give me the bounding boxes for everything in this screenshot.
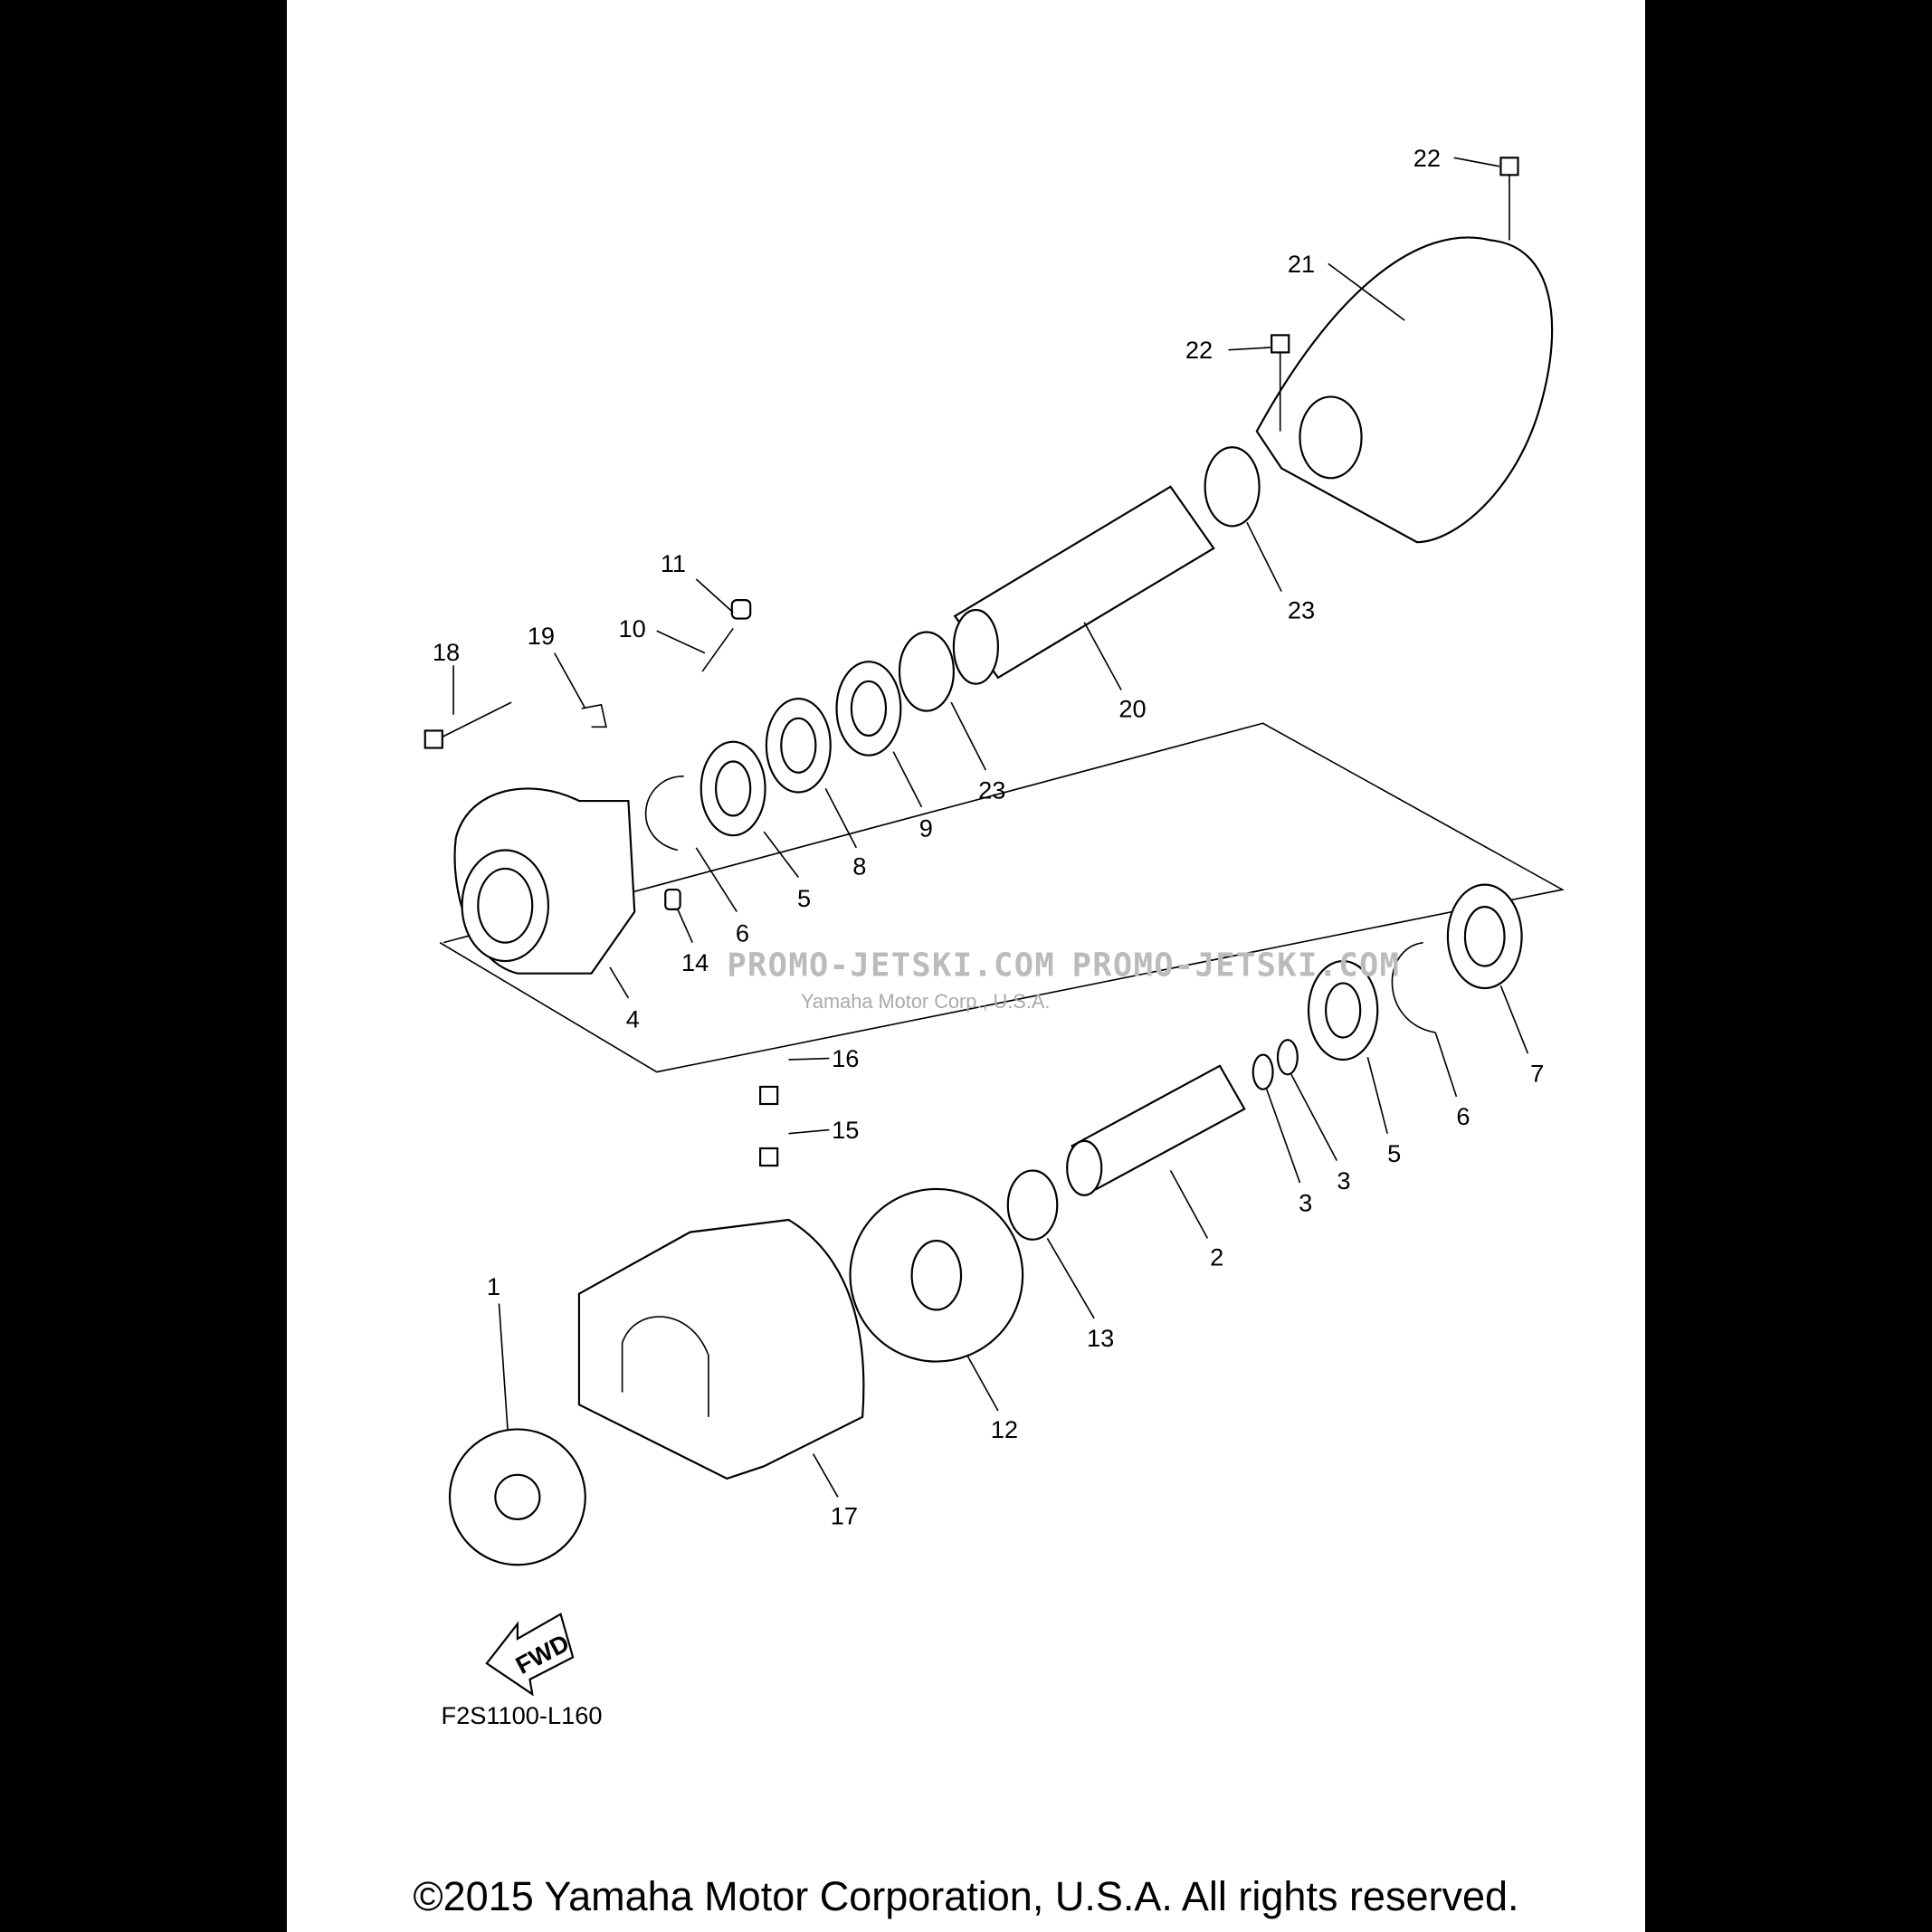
callout-19: 19	[528, 622, 555, 650]
bearing-bore	[1324, 982, 1362, 1039]
callout-23: 23	[978, 776, 1005, 804]
housing-bore-inner	[477, 867, 534, 944]
clip-part	[581, 703, 607, 728]
callout-17: 17	[831, 1501, 858, 1529]
bolt-part	[437, 701, 512, 740]
bearing-bore	[715, 760, 752, 817]
watermark: PROMO-JETSKI.COM	[1072, 947, 1401, 984]
callout-5: 5	[1387, 1139, 1401, 1167]
callout-6: 6	[1456, 1102, 1470, 1130]
watermark-small: Yamaha Motor Corp., U.S.A.	[801, 990, 1050, 1013]
clamp-part	[1204, 446, 1261, 528]
callout-7: 7	[1530, 1059, 1544, 1087]
fwd-arrow-icon: FWD	[485, 1613, 575, 1697]
copyright-footer: ©2015 Yamaha Motor Corporation, U.S.A. A…	[413, 1873, 1519, 1919]
circlip-part	[1391, 941, 1436, 1033]
bearing-bore	[1463, 906, 1506, 967]
cover-opening	[621, 1316, 709, 1417]
damper-hub	[494, 1473, 541, 1520]
circlip-part	[644, 775, 684, 852]
callout-9: 9	[919, 814, 933, 842]
o-ring-part	[1276, 1039, 1299, 1076]
callout-2: 2	[1210, 1242, 1223, 1271]
callout-23: 23	[1288, 596, 1315, 624]
figure-code: F2S1100-L160	[441, 1701, 602, 1729]
callout-21: 21	[1288, 250, 1315, 278]
callout-18: 18	[433, 638, 460, 666]
seal-bore	[850, 680, 888, 737]
cover-part	[577, 1218, 865, 1480]
callout-5: 5	[797, 884, 811, 912]
nipple-part	[701, 627, 734, 672]
pin-part	[664, 888, 681, 910]
collar-part	[759, 1147, 779, 1167]
leader-lines	[452, 157, 1529, 1498]
callout-12: 12	[991, 1415, 1018, 1443]
spacer-part	[1006, 1169, 1059, 1241]
nozzle-part	[1255, 236, 1554, 544]
callout-20: 20	[1118, 694, 1146, 722]
bolt-part	[759, 1085, 779, 1106]
callout-14: 14	[681, 948, 709, 976]
shaft-end	[1066, 1139, 1103, 1196]
cap-part	[730, 599, 752, 620]
callout-15: 15	[832, 1116, 859, 1144]
clamp-part	[898, 631, 955, 712]
callout-22: 22	[1185, 336, 1213, 364]
callout-13: 13	[1087, 1324, 1114, 1352]
nozzle-outlet	[1299, 395, 1363, 480]
callout-4: 4	[626, 1005, 640, 1033]
callout-3: 3	[1337, 1166, 1350, 1194]
bolt-head	[424, 729, 443, 749]
pipe-end	[952, 608, 999, 685]
callout-8: 8	[852, 852, 866, 880]
bolt-part	[1499, 157, 1519, 176]
watermark: PROMO-JETSKI.COM	[727, 947, 1055, 984]
callout-6: 6	[736, 918, 749, 947]
group-outline	[439, 722, 1565, 1073]
o-ring-part	[1252, 1053, 1274, 1090]
bolt-part	[1271, 334, 1290, 354]
callout-22: 22	[1413, 144, 1441, 172]
seal-bore	[780, 717, 817, 774]
callout-3: 3	[1299, 1188, 1312, 1216]
callout-11: 11	[661, 549, 686, 577]
impeller-hub	[910, 1240, 963, 1311]
callout-1: 1	[487, 1272, 500, 1300]
callout-10: 10	[619, 614, 646, 642]
callout-16: 16	[832, 1044, 859, 1072]
